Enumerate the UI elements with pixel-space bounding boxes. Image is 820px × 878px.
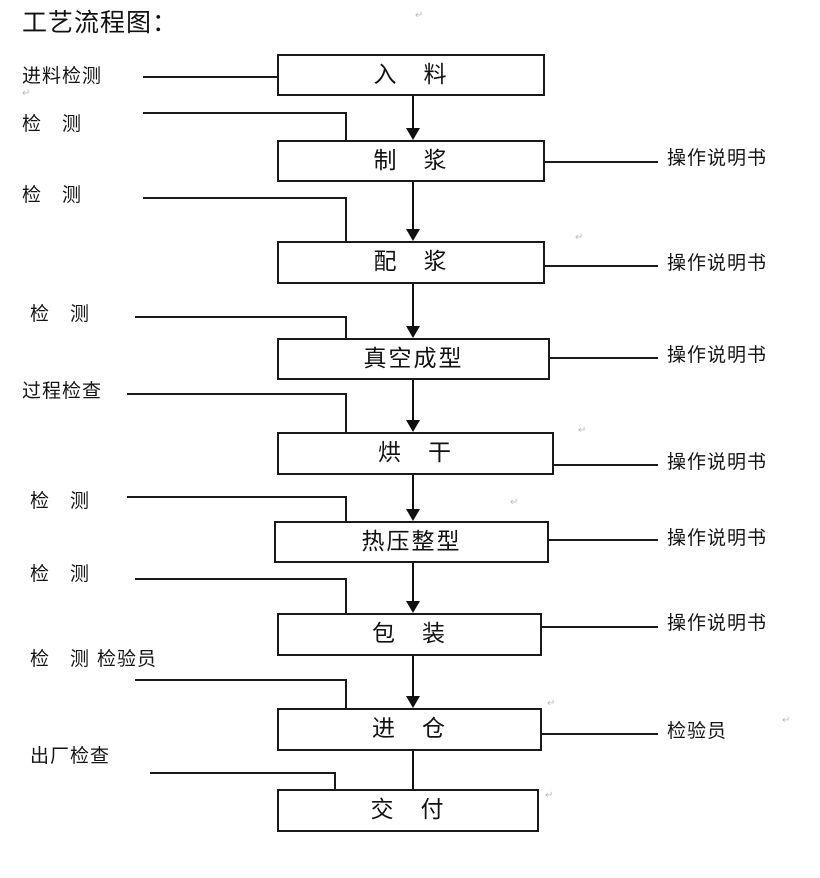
right-connector-3	[550, 357, 658, 359]
flow-arrow-7-to-8	[406, 656, 420, 708]
process-box-label: 交 付	[370, 797, 446, 823]
left-connector-5-v	[345, 393, 347, 433]
process-box-label: 真空成型	[363, 345, 464, 372]
process-box-step-7[interactable]: 包 装	[277, 613, 542, 656]
left-label-factory-check: 出厂检查	[30, 745, 111, 767]
right-connector-5	[549, 539, 658, 541]
process-box-label: 烘 干	[378, 440, 453, 466]
right-label-operation-manual-6: 操作说明书	[667, 612, 768, 634]
process-box-step-8[interactable]: 进 仓	[277, 708, 542, 751]
left-label-inspection-6: 检 测	[30, 490, 91, 512]
scan-mark: ↵	[782, 715, 791, 726]
left-connector-3-v	[345, 197, 347, 242]
left-connector-8-v	[345, 679, 347, 709]
process-box-step-5[interactable]: 烘 干	[277, 432, 554, 475]
flow-arrow-6-to-7	[406, 563, 420, 613]
scan-mark: ↵	[545, 790, 554, 801]
left-connector-5-h	[127, 393, 345, 395]
process-box-step-6[interactable]: 热压整型	[274, 521, 549, 563]
left-connector-4-h	[135, 316, 345, 318]
left-connector-7-h	[135, 578, 345, 580]
left-connector-3-h	[143, 197, 345, 199]
left-label-inspection-2: 检 测	[22, 113, 83, 135]
scan-mark: ↵	[510, 497, 519, 508]
flow-arrow-3-to-4	[406, 284, 420, 338]
process-box-label: 进 仓	[372, 716, 447, 742]
scan-mark: ↵	[415, 10, 424, 21]
left-connector-9-v	[334, 772, 336, 790]
process-box-label: 制 浆	[373, 147, 449, 174]
process-box-label: 包 装	[372, 621, 447, 647]
right-label-operation-manual-3: 操作说明书	[667, 344, 768, 366]
flow-arrow-1-to-2	[406, 96, 420, 140]
left-connector-4-v	[345, 316, 347, 339]
left-label-inspection-7: 检 测	[30, 563, 91, 585]
right-connector-2	[545, 265, 658, 267]
right-label-operation-manual-5: 操作说明书	[667, 527, 768, 549]
flow-arrow-5-to-6	[406, 475, 420, 521]
left-connector-6-h	[127, 496, 345, 498]
scan-mark: ↵	[547, 698, 556, 709]
right-label-operation-manual-2: 操作说明书	[667, 252, 768, 274]
left-connector-1-h	[143, 76, 277, 78]
left-label-inspection-4: 检 测	[30, 303, 91, 325]
process-box-step-9[interactable]: 交 付	[277, 789, 539, 832]
process-box-step-2[interactable]: 制 浆	[277, 140, 545, 182]
flow-arrow-2-to-3	[406, 182, 420, 241]
right-connector-7	[542, 733, 658, 735]
right-label-operation-manual-1: 操作说明书	[667, 147, 768, 169]
process-box-step-3[interactable]: 配 浆	[277, 241, 545, 284]
process-box-label: 入 料	[373, 61, 449, 88]
right-label-inspector: 检验员	[667, 720, 728, 742]
left-label-process-check: 过程检查	[22, 380, 103, 402]
process-box-label: 热压整型	[361, 528, 462, 555]
process-box-step-1[interactable]: 入 料	[277, 54, 545, 96]
right-connector-1	[545, 161, 658, 163]
scan-mark: ↵	[575, 232, 584, 243]
process-box-step-4[interactable]: 真空成型	[277, 338, 550, 380]
right-connector-6	[542, 626, 658, 628]
right-connector-4	[554, 464, 658, 466]
left-connector-2-h	[143, 112, 345, 114]
scan-mark: ↵	[22, 88, 31, 99]
scan-mark: ↵	[578, 425, 587, 436]
flow-link-8-to-9	[412, 751, 414, 789]
page-title: 工艺流程图：	[22, 8, 179, 37]
flow-arrow-4-to-5	[406, 380, 420, 432]
left-connector-9-h	[150, 772, 335, 774]
left-connector-2-v	[345, 112, 347, 141]
left-label-inspection-inspector: 检 测 检验员	[30, 648, 158, 670]
left-connector-7-v	[345, 578, 347, 614]
left-label-progress-inspection-1: 进料检测	[22, 65, 103, 87]
left-label-inspection-3: 检 测	[22, 184, 83, 206]
right-label-operation-manual-4: 操作说明书	[667, 451, 768, 473]
process-box-label: 配 浆	[373, 249, 449, 275]
left-connector-8-h	[135, 679, 345, 681]
left-connector-6-v	[345, 496, 347, 522]
